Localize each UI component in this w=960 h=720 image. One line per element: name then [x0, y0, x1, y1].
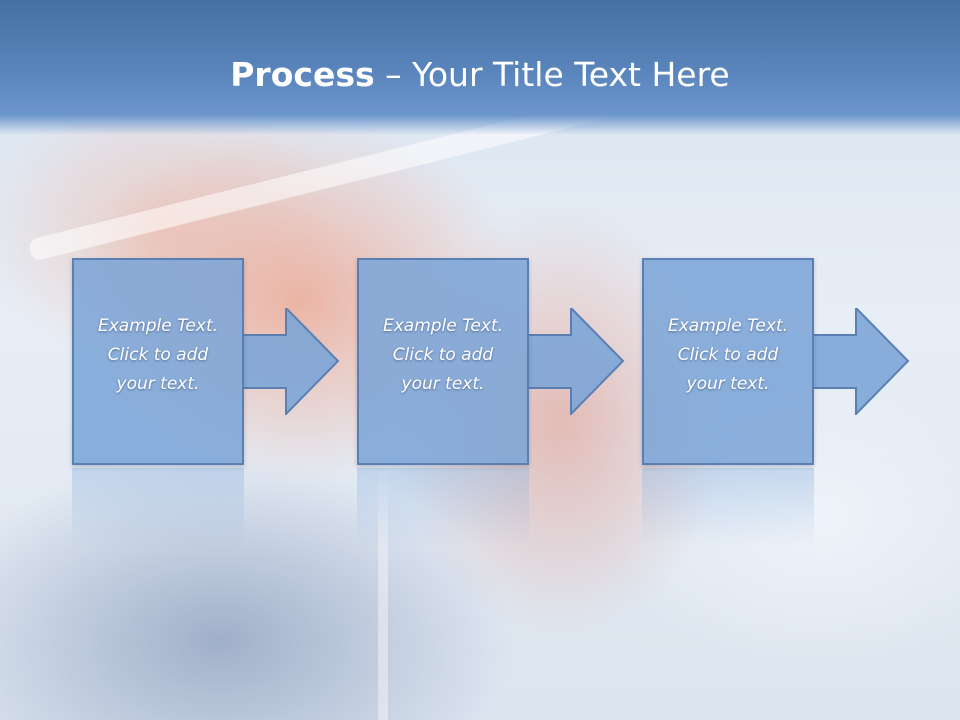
- process-step-3[interactable]: Example Text. Click to add your text.: [642, 258, 814, 465]
- step-2-text: Example Text. Click to add your text.: [382, 316, 504, 394]
- slide-title[interactable]: Process – Your Title Text Here: [0, 52, 960, 98]
- step-2-reflection: [357, 468, 529, 548]
- step-3-text: Example Text. Click to add your text.: [667, 316, 789, 394]
- step-1-text: Example Text. Click to add your text.: [97, 316, 219, 394]
- title-rest: – Your Title Text Here: [374, 55, 730, 94]
- step-1-reflection: [72, 468, 244, 548]
- process-step-1[interactable]: Example Text. Click to add your text.: [72, 258, 244, 465]
- title-bold: Process: [230, 55, 375, 94]
- right-arrow-icon: [242, 308, 340, 415]
- right-arrow-icon: [527, 308, 625, 415]
- step-3-reflection: [642, 468, 814, 548]
- title-band: Process – Your Title Text Here: [0, 0, 960, 135]
- measuring-tape-end: [378, 470, 388, 720]
- process-step-2[interactable]: Example Text. Click to add your text.: [357, 258, 529, 465]
- right-arrow-icon: [812, 308, 910, 415]
